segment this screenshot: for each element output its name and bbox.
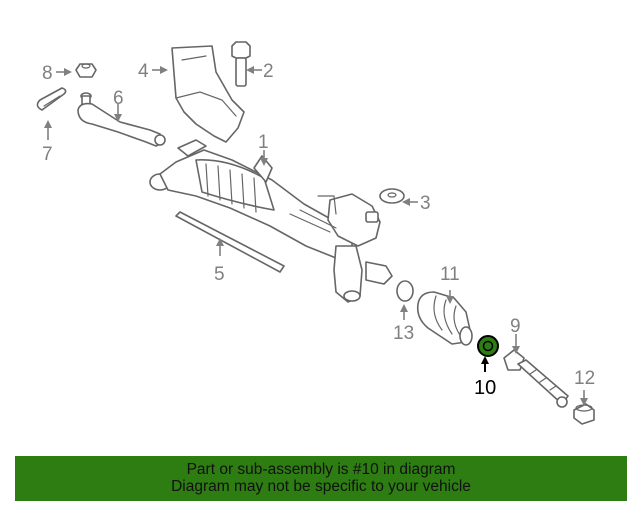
callout-7: 7 bbox=[42, 144, 53, 165]
callout-2: 2 bbox=[263, 61, 274, 82]
callout-1: 1 bbox=[258, 132, 269, 153]
part-2-bolt[interactable] bbox=[231, 41, 251, 87]
callout-10: 10 bbox=[474, 377, 496, 399]
info-banner: Part or sub-assembly is #10 in diagram D… bbox=[15, 456, 627, 501]
part-3-washer[interactable] bbox=[379, 188, 405, 204]
part-1-steering-gear[interactable] bbox=[149, 139, 393, 303]
part-6-tie-rod-end[interactable] bbox=[77, 92, 166, 147]
callout-11: 11 bbox=[440, 264, 460, 285]
part-5-rod[interactable] bbox=[175, 211, 285, 273]
part-8-nut[interactable] bbox=[75, 63, 97, 78]
callout-8: 8 bbox=[42, 63, 53, 84]
part-10-highlighted[interactable] bbox=[477, 335, 499, 357]
banner-line-1: Part or sub-assembly is #10 in diagram bbox=[186, 461, 456, 478]
callout-12: 12 bbox=[574, 368, 595, 389]
parts-diagram: 1 2 3 4 5 6 7 8 9 10 11 12 13 bbox=[36, 41, 595, 425]
part-7-cotter-pin[interactable] bbox=[36, 87, 67, 111]
callout-4: 4 bbox=[138, 61, 149, 82]
part-12-cap[interactable] bbox=[573, 403, 595, 425]
callout-13: 13 bbox=[393, 323, 414, 344]
banner-line-2: Diagram may not be specific to your vehi… bbox=[171, 478, 471, 495]
part-9-inner-tie-rod[interactable] bbox=[503, 349, 569, 408]
part-4-heat-shield[interactable] bbox=[171, 45, 245, 143]
callout-5: 5 bbox=[214, 264, 225, 285]
callout-6: 6 bbox=[113, 88, 124, 109]
callout-leaders bbox=[44, 66, 588, 406]
part-13-o-ring[interactable] bbox=[396, 280, 414, 302]
callout-9: 9 bbox=[510, 316, 521, 337]
part-11-boot[interactable] bbox=[416, 291, 473, 346]
callout-3: 3 bbox=[420, 193, 431, 214]
